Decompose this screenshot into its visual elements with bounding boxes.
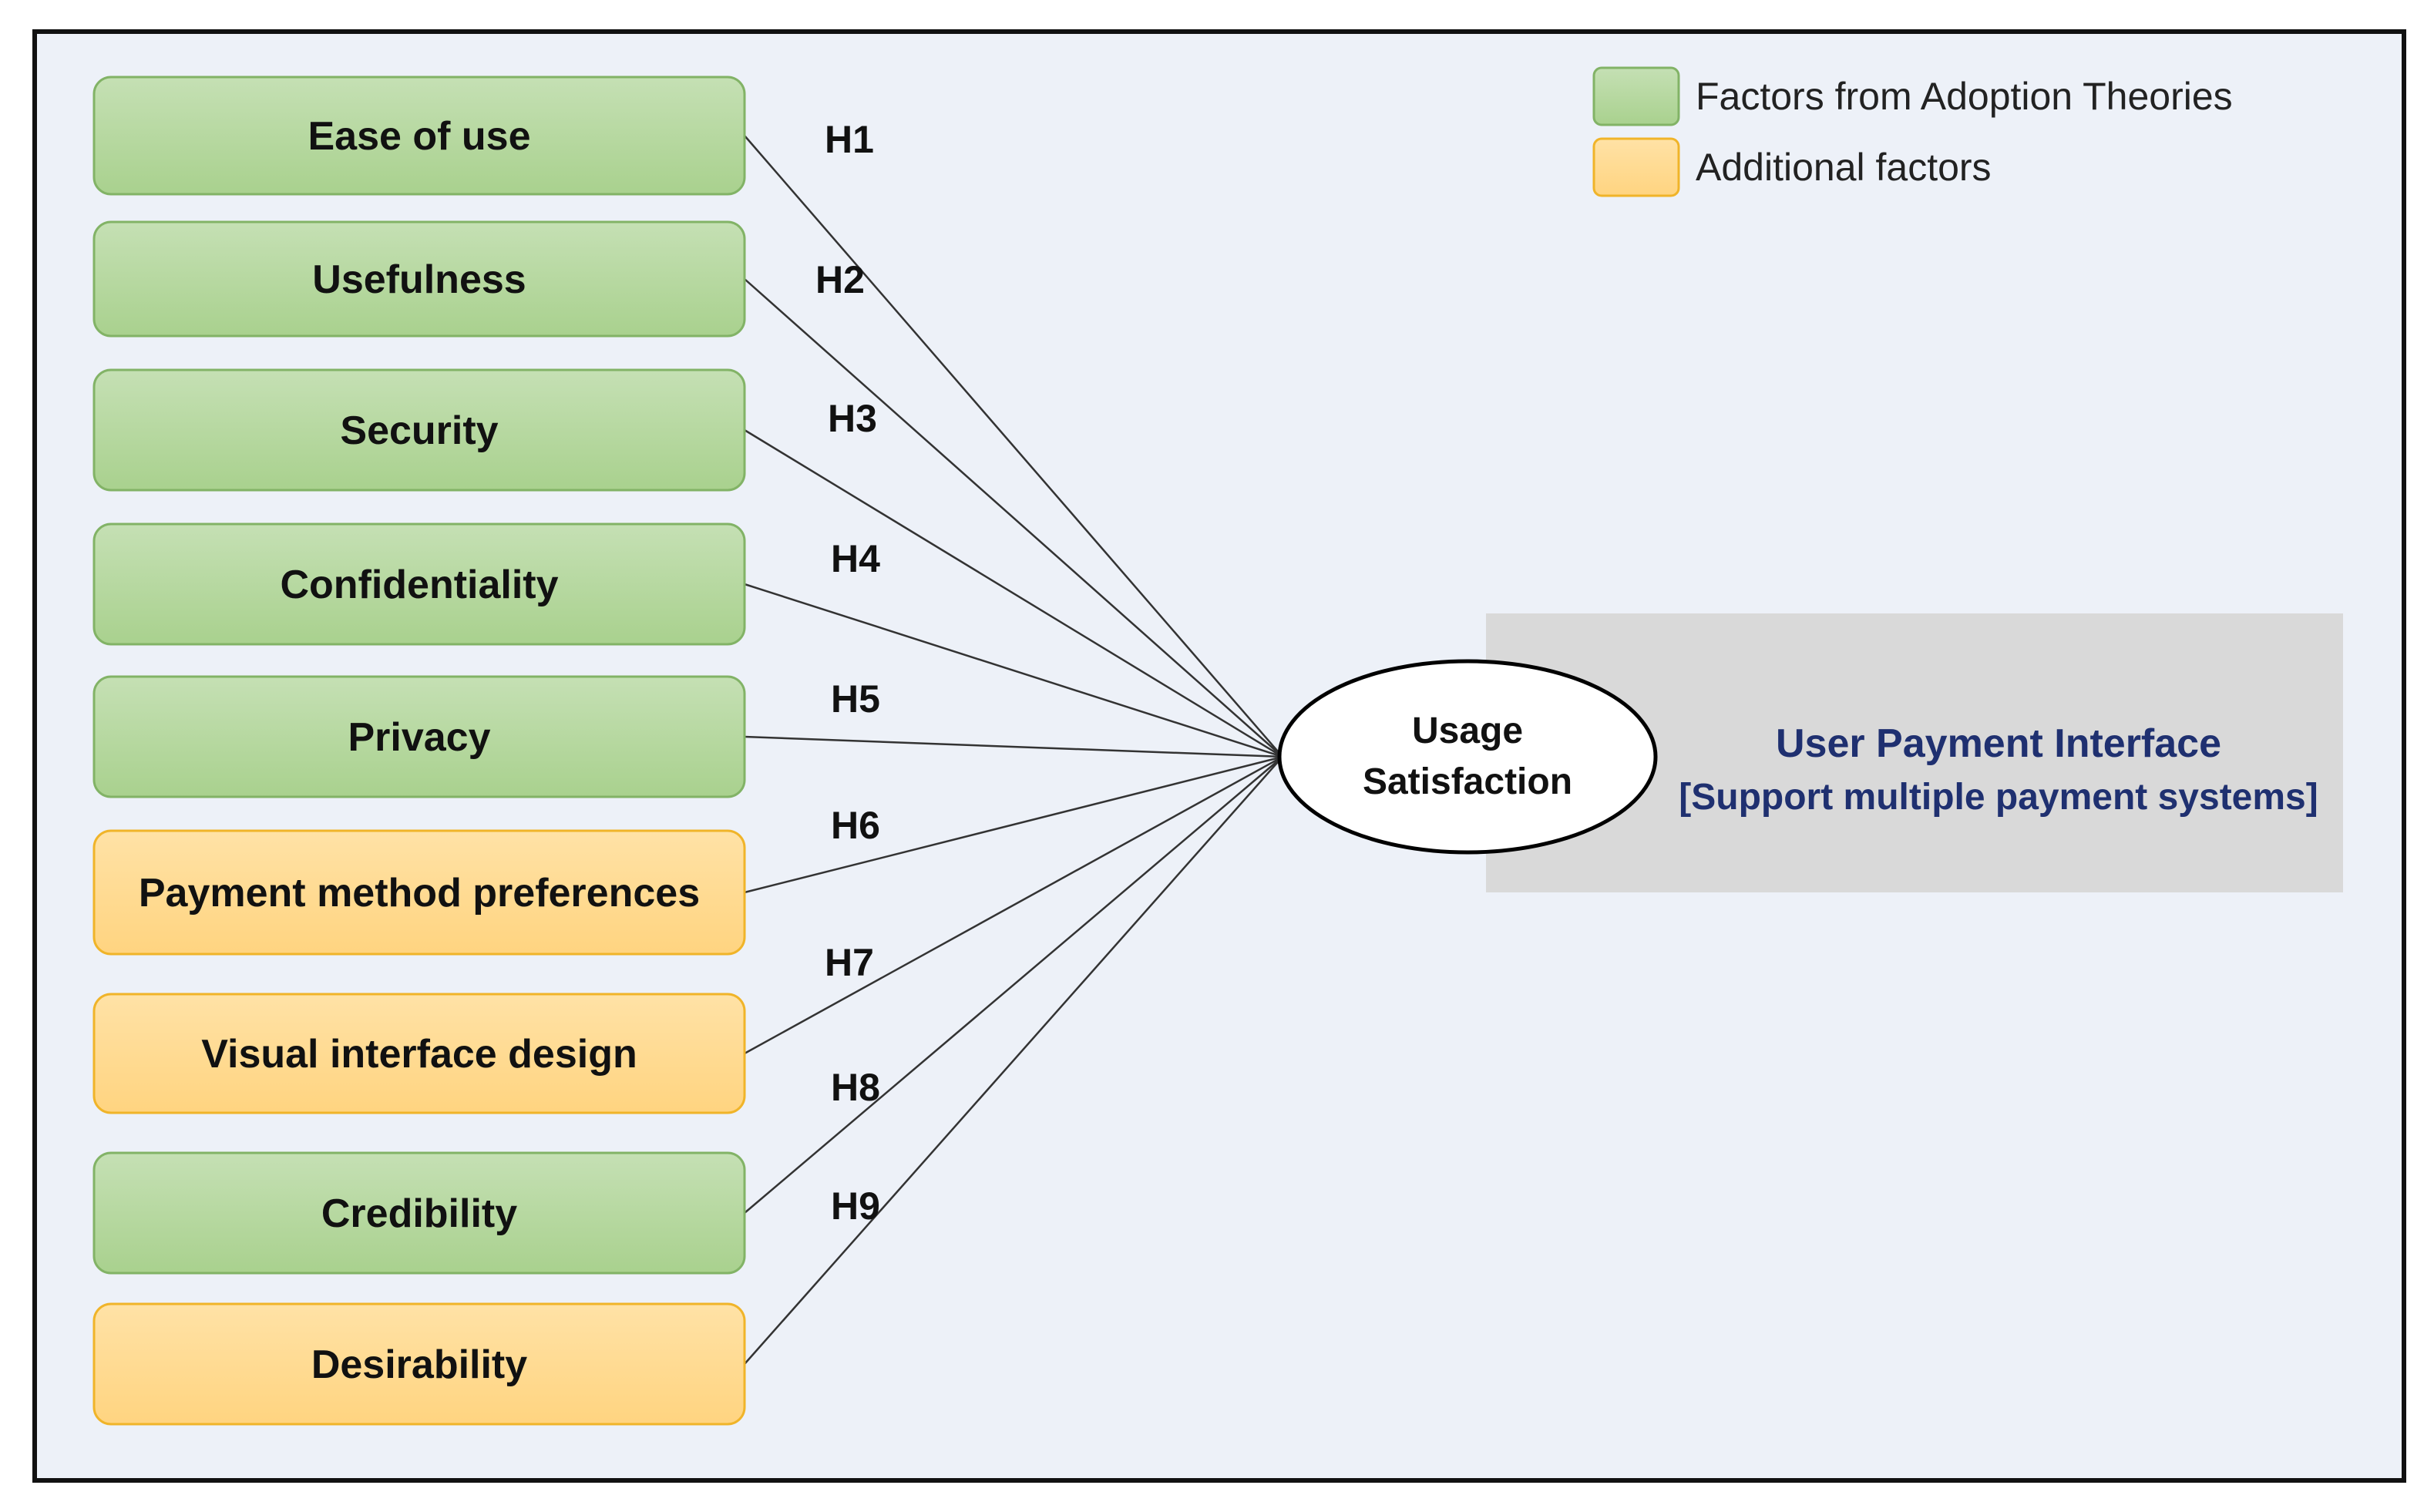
factor-box-background	[92, 1302, 746, 1426]
interface-panel-title: User Payment Interface	[1776, 721, 2221, 766]
hypothesis-label-h5: H5	[831, 677, 880, 721]
legend-item-additional: Additional factors	[1592, 137, 1992, 197]
factor-box-credibility: Credibility	[92, 1151, 746, 1275]
connector-h8	[744, 756, 1283, 1214]
factor-label-confidentiality: Confidentiality	[280, 563, 558, 607]
usage-satisfaction-ellipse	[1277, 659, 1658, 855]
factor-box-ease-of-use: Ease of use	[92, 76, 746, 196]
usage-satisfaction-line1: Usage	[1412, 711, 1523, 751]
legend-label-adoption: Factors from Adoption Theories	[1696, 75, 2233, 118]
factor-box-background	[92, 76, 746, 196]
legend-swatch-additional	[1592, 137, 1680, 197]
hypothesis-label-h1: H1	[825, 118, 874, 161]
factor-label-payment-method-preferences: Payment method preferences	[139, 871, 700, 916]
connector-h3	[744, 428, 1283, 758]
factor-list: Ease of useUsefulnessSecurityConfidentia…	[92, 76, 746, 1426]
factor-box-background	[92, 368, 746, 492]
factor-box-visual-interface-design: Visual interface design	[92, 993, 746, 1114]
factor-label-visual-interface-design: Visual interface design	[201, 1032, 637, 1077]
factor-box-background	[92, 829, 746, 956]
hypothesis-label-h9: H9	[831, 1184, 880, 1228]
factor-label-credibility: Credibility	[321, 1191, 517, 1236]
hypothesis-label-h8: H8	[831, 1066, 880, 1109]
factor-box-desirability: Desirability	[92, 1302, 746, 1426]
factor-box-background	[92, 993, 746, 1114]
interface-panel-subtitle: [Support multiple payment systems]	[1679, 777, 2318, 818]
factor-box-privacy: Privacy	[92, 675, 746, 798]
legend-swatch-adoption	[1592, 66, 1680, 126]
factor-label-security: Security	[340, 408, 498, 453]
connector-h7	[744, 755, 1283, 1055]
factor-box-background	[92, 1151, 746, 1275]
connector-h2	[744, 278, 1283, 758]
legend: Factors from Adoption TheoriesAdditional…	[1592, 66, 2233, 197]
hypothesis-label-h4: H4	[831, 537, 880, 580]
factor-box-background	[92, 220, 746, 338]
usage-satisfaction-node: Usage Satisfaction	[1277, 659, 1658, 855]
diagram-canvas: User Payment Interface [Support multiple…	[92, 66, 2343, 1426]
factor-box-background	[92, 675, 746, 798]
legend-label-additional: Additional factors	[1696, 146, 1992, 189]
factor-box-confidentiality: Confidentiality	[92, 522, 746, 646]
diagram-frame: User Payment Interface [Support multiple…	[32, 29, 2406, 1483]
connector-h1	[744, 135, 1283, 758]
factor-label-desirability: Desirability	[311, 1342, 527, 1387]
usage-satisfaction-line2: Satisfaction	[1363, 761, 1572, 802]
factor-label-privacy: Privacy	[348, 715, 490, 760]
factor-label-usefulness: Usefulness	[312, 257, 526, 302]
hypothesis-label-h7: H7	[825, 941, 874, 984]
legend-item-adoption: Factors from Adoption Theories	[1592, 66, 2233, 126]
hypothesis-label-h6: H6	[831, 804, 880, 847]
factor-box-payment-method-preferences: Payment method preferences	[92, 829, 746, 956]
factor-label-ease-of-use: Ease of use	[308, 114, 530, 159]
factor-box-background	[92, 522, 746, 646]
hypothesis-label-h2: H2	[815, 258, 865, 301]
connector-h9	[744, 756, 1283, 1365]
factor-box-usefulness: Usefulness	[92, 220, 746, 338]
connector-h4	[744, 583, 1283, 758]
connector-h6	[744, 755, 1283, 894]
hypothesis-label-h3: H3	[828, 397, 877, 440]
factor-box-security: Security	[92, 368, 746, 492]
connector-h5	[744, 735, 1283, 758]
